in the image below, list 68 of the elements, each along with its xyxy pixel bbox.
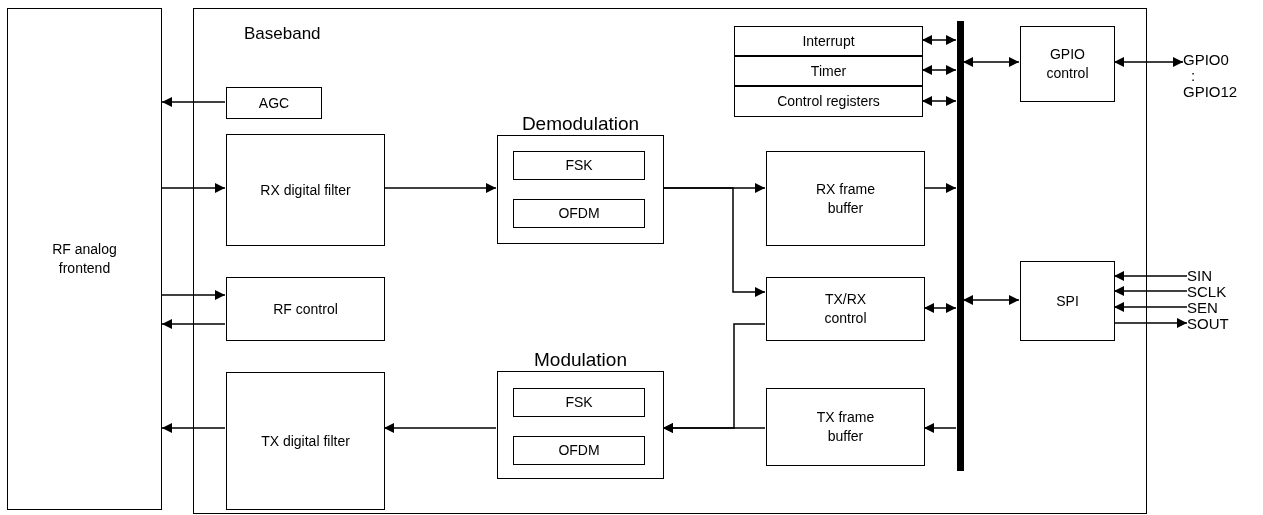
block-label: FSK — [565, 393, 593, 412]
block-box — [766, 277, 925, 341]
signal-label: : — [1190, 68, 1196, 84]
arrow — [161, 423, 226, 433]
arrow — [923, 183, 957, 193]
block-label: OFDM — [558, 441, 600, 460]
block-box — [734, 26, 923, 56]
block-label: FSK — [565, 156, 593, 175]
signal-label: GPIO12 — [1183, 84, 1238, 100]
arrow — [662, 187, 766, 297]
block-box — [734, 86, 923, 117]
block-box — [7, 8, 162, 510]
baseband-panel — [193, 8, 1147, 514]
block-label: TX/RX control — [823, 290, 868, 328]
block-label: Timer — [810, 61, 847, 81]
arrow — [1113, 271, 1188, 281]
signal-label: SOUT — [1187, 316, 1229, 332]
arrow — [962, 295, 1020, 305]
block-label: RF control — [273, 299, 338, 319]
arrow — [1113, 302, 1188, 312]
block-label: OFDM — [558, 204, 600, 223]
block-label: SPI — [1056, 291, 1079, 311]
block-box — [226, 87, 322, 119]
arrow — [662, 323, 766, 433]
block-label: RF analog frontend — [51, 240, 118, 278]
arrow — [1113, 286, 1188, 296]
arrow — [161, 183, 226, 193]
signal-label: GPIO0 — [1183, 52, 1229, 68]
block-box — [513, 199, 645, 228]
arrow — [1113, 57, 1184, 67]
block-box — [226, 134, 385, 246]
block-box — [513, 436, 645, 465]
block-label: Control registers — [777, 92, 880, 111]
bus-bar — [957, 21, 964, 471]
arrow — [161, 290, 226, 300]
block-box — [1020, 261, 1115, 341]
signal-label: SEN — [1187, 300, 1218, 316]
arrow — [161, 319, 226, 329]
arrow — [921, 65, 957, 75]
arrow — [383, 423, 497, 433]
module-title: Modulation — [533, 348, 628, 372]
block-label: RX frame buffer — [814, 179, 877, 218]
arrow — [1113, 318, 1188, 328]
block-box — [1020, 26, 1115, 102]
block-box — [766, 151, 925, 246]
panel-title: Baseband — [244, 23, 321, 45]
signal-label: SIN — [1187, 268, 1212, 284]
block-box — [513, 151, 645, 180]
arrow — [161, 97, 226, 107]
block-box — [226, 277, 385, 341]
block-box — [734, 56, 923, 86]
arrow — [923, 303, 957, 313]
block-label: TX frame buffer — [815, 408, 876, 446]
arrow — [923, 423, 957, 433]
module-title: Demodulation — [520, 112, 641, 136]
block-box — [766, 388, 925, 466]
block-label: GPIO control — [1045, 45, 1090, 83]
arrow — [383, 183, 497, 193]
block-label: Interrupt — [802, 31, 855, 51]
block-label: RX digital filter — [259, 180, 352, 200]
block-label: TX digital filter — [260, 431, 351, 451]
signal-label: SCLK — [1187, 284, 1227, 300]
block-label: AGC — [258, 93, 290, 113]
arrow — [962, 57, 1020, 67]
block-box — [226, 372, 385, 510]
block-box — [513, 388, 645, 417]
arrow — [921, 96, 957, 106]
arrow — [921, 35, 957, 45]
